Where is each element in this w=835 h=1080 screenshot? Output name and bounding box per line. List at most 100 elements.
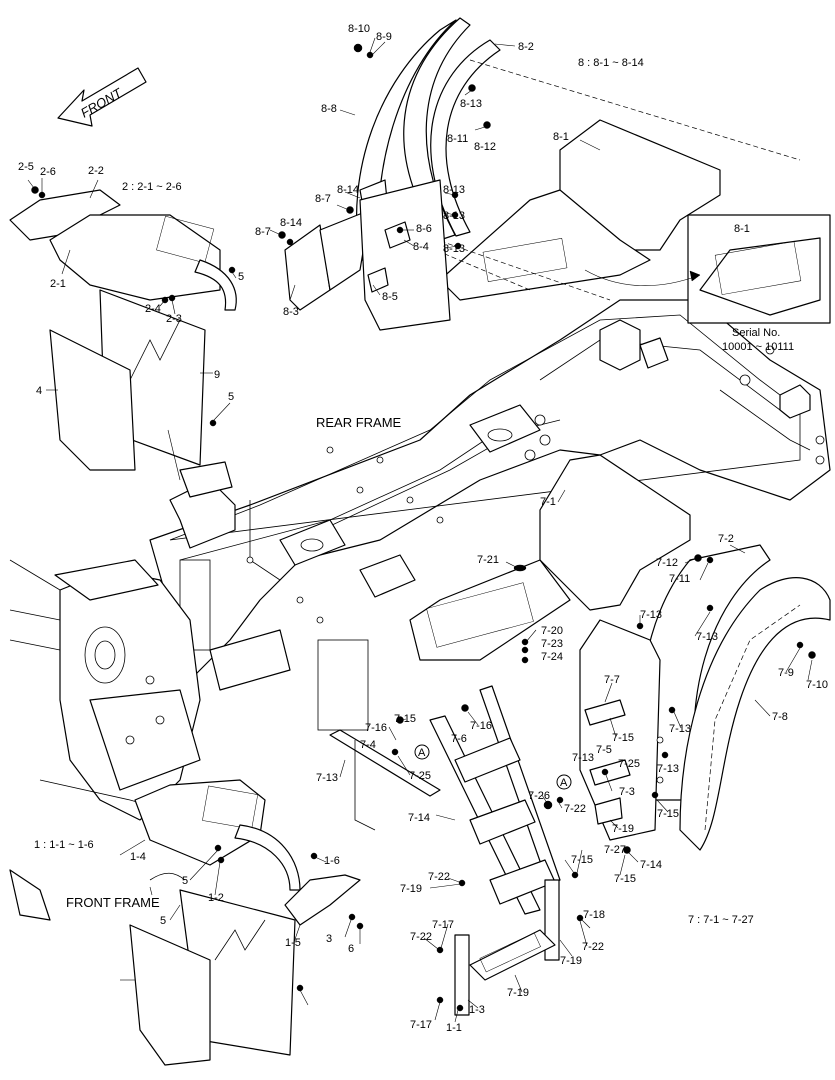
part-number-label: 8-14 <box>280 217 302 229</box>
part-number-label: 8-7 <box>255 226 271 238</box>
part-number-label: 7-6 <box>451 733 467 745</box>
part-number-label: 8-4 <box>413 241 429 253</box>
detail-mark-a: A <box>418 747 426 759</box>
part-number-label: 7-25 <box>618 758 640 770</box>
part-group-7 <box>329 454 831 1016</box>
inset-part-label: 8-1 <box>734 223 750 235</box>
rear-frame <box>149 299 831 731</box>
part-number-label: 7-16 <box>470 720 492 732</box>
part-number-label: 4 <box>36 385 42 397</box>
part-number-label: 5 <box>238 271 244 283</box>
part-number-label: 7-1 <box>540 496 556 508</box>
front-frame-label: FRONT FRAME <box>66 895 160 910</box>
part-number-label: 5 <box>228 391 234 403</box>
part-number-label: 7-18 <box>583 909 605 921</box>
part-number-label: 7-25 <box>409 770 431 782</box>
rear-frame-label: REAR FRAME <box>316 415 402 430</box>
leader-lines <box>27 37 813 1023</box>
part-number-label: 2-3 <box>166 313 182 325</box>
part-number-label: 7-10 <box>806 679 828 691</box>
part-number-label: 9 <box>214 369 220 381</box>
part-number-label: 7-13 <box>657 763 679 775</box>
part-number-label: 7-14 <box>640 859 662 871</box>
part-number-label: 7-15 <box>394 713 416 725</box>
part-group-2 <box>9 186 237 471</box>
detail-mark-a: A <box>560 777 568 789</box>
part-number-label: 8-13 <box>460 98 482 110</box>
part-number-label: 7-11 <box>669 573 690 585</box>
part-number-label: 2-6 <box>40 166 56 178</box>
group-note-2: 2 : 2-1 ~ 2-6 <box>122 181 182 193</box>
part-number-label: 7-17 <box>432 919 454 931</box>
part-number-label: 7-5 <box>596 744 612 756</box>
part-number-label: 7-19 <box>612 823 634 835</box>
part-number-label: 1-1 <box>446 1022 462 1034</box>
part-number-label: 5 <box>182 875 188 887</box>
part-number-label: 8-3 <box>283 306 299 318</box>
part-number-label: 8-12 <box>474 141 496 153</box>
part-number-label: 8-5 <box>382 291 398 303</box>
part-number-label: 1-5 <box>285 937 301 949</box>
part-number-label: 7-13 <box>572 752 594 764</box>
part-number-label: 7-15 <box>614 873 636 885</box>
part-number-label: 7-16 <box>365 722 387 734</box>
part-group-1 <box>129 779 364 1066</box>
part-number-label: 2-2 <box>88 165 104 177</box>
part-number-label: 7-19 <box>507 987 529 999</box>
group-note-8: 8 : 8-1 ~ 8-14 <box>578 57 644 69</box>
part-number-label: 7-14 <box>408 812 430 824</box>
part-number-label: 3 <box>326 933 332 945</box>
part-group-8 <box>278 17 801 331</box>
part-number-label: 7-22 <box>428 871 450 883</box>
part-number-label: 7-3 <box>619 786 635 798</box>
part-number-label: 8-6 <box>416 223 432 235</box>
part-number-label: 8-2 <box>518 41 534 53</box>
part-number-label: 7-19 <box>400 883 422 895</box>
part-number-label: 7-8 <box>772 711 788 723</box>
part-number-label: 7-9 <box>778 667 794 679</box>
part-number-label: 1-3 <box>469 1004 485 1016</box>
part-number-label: 8-11 <box>447 133 468 145</box>
part-number-label: 8-13 <box>443 184 465 196</box>
part-number-label: 7-22 <box>410 931 432 943</box>
part-number-label: 7-26 <box>528 790 550 802</box>
serial-range: 10001 ~ 10111 <box>722 341 794 353</box>
part-number-label: 8-13 <box>443 210 465 222</box>
part-number-label: 7-12 <box>656 557 678 569</box>
part-number-label: 8-10 <box>348 23 370 35</box>
front-direction-arrow: FRONT <box>57 67 147 127</box>
part-number-label: 7-17 <box>410 1019 432 1031</box>
serial-title: Serial No. <box>732 327 780 339</box>
part-number-label: 7-15 <box>657 808 679 820</box>
part-number-label: 5 <box>160 915 166 927</box>
part-number-label: 8-13 <box>443 243 465 255</box>
part-number-label: 2-1 <box>50 278 66 290</box>
part-number-label: 7-13 <box>316 772 338 784</box>
part-number-label: 2-4 <box>145 303 161 315</box>
part-number-label: 1-6 <box>324 855 340 867</box>
part-number-label: 7-13 <box>696 631 718 643</box>
part-number-label: 7-2 <box>718 533 734 545</box>
part-number-labels: 8-10 8-9 8-2 8-8 8-13 8-11 8-12 8-1 8-14 8-7 8-13 8… <box>18 23 828 1034</box>
part-number-label: 7-20 <box>541 625 563 637</box>
group-note-1: 1 : 1-1 ~ 1-6 <box>34 839 94 851</box>
part-number-label: 6 <box>348 943 354 955</box>
part-number-label: 8-14 <box>337 184 359 196</box>
part-number-label: 1-4 <box>130 851 146 863</box>
part-number-label: 8-9 <box>376 31 392 43</box>
group-note-7: 7 : 7-1 ~ 7-27 <box>688 914 754 926</box>
part-number-label: 8-7 <box>315 193 331 205</box>
part-number-label: 7-22 <box>564 803 586 815</box>
part-number-label: 7-4 <box>360 739 376 751</box>
part-number-label: 7-23 <box>541 638 563 650</box>
part-number-label: 7-19 <box>560 955 582 967</box>
serial-inset-box <box>584 214 831 324</box>
part-number-label: 8-8 <box>321 103 337 115</box>
part-number-label: 1-2 <box>208 892 224 904</box>
part-number-label: 7-7 <box>604 674 620 686</box>
part-number-label: 2-5 <box>18 161 34 173</box>
front-frame <box>9 559 291 921</box>
part-number-label: 7-22 <box>582 941 604 953</box>
part-number-label: 7-15 <box>612 732 634 744</box>
